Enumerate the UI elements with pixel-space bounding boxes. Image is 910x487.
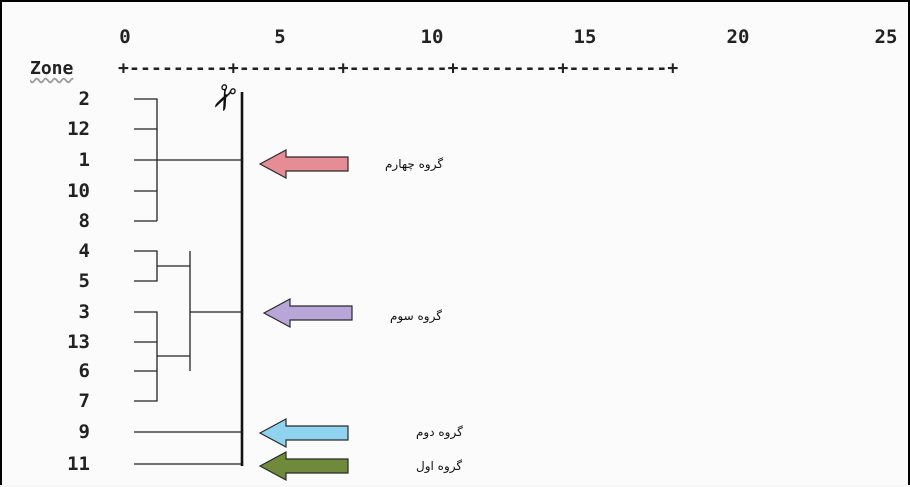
zone-label: 3 <box>78 301 90 323</box>
axis-scale-line: +---------+---------+---------+---------… <box>118 58 679 79</box>
axis-tick-20: 20 <box>726 26 750 48</box>
axis-tick-25: 25 <box>874 26 898 48</box>
axis-tick-0: 0 <box>119 26 131 48</box>
group-2-arrow <box>258 417 349 449</box>
zone-label: 8 <box>78 210 90 232</box>
zone-label: 11 <box>67 453 90 475</box>
zone-label: 9 <box>78 421 90 443</box>
zone-label: 4 <box>78 240 90 262</box>
zone-label: 5 <box>78 270 90 292</box>
axis-tick-15: 15 <box>573 26 597 48</box>
group-4-label: گروه چهارم <box>385 157 444 171</box>
zone-label: 13 <box>67 331 90 353</box>
group-3-arrow <box>262 297 353 329</box>
group-3-label: گروه سوم <box>390 309 442 323</box>
zone-label: 2 <box>78 88 90 110</box>
group-4-arrow <box>258 148 349 180</box>
cluster-branches <box>134 98 242 465</box>
zone-column-header: Zone <box>30 58 74 79</box>
group-1-label: گروه اول <box>416 459 463 473</box>
group-2-label: گروه دوم <box>416 425 463 439</box>
zone-label: 7 <box>78 390 90 412</box>
group-1-arrow <box>258 450 349 482</box>
axis-tick-10: 10 <box>420 26 444 48</box>
zone-label: 12 <box>67 118 90 140</box>
zone-label: 10 <box>67 180 90 202</box>
axis-tick-5: 5 <box>274 26 286 48</box>
zone-label: 6 <box>78 360 90 382</box>
zone-label: 1 <box>78 149 90 171</box>
